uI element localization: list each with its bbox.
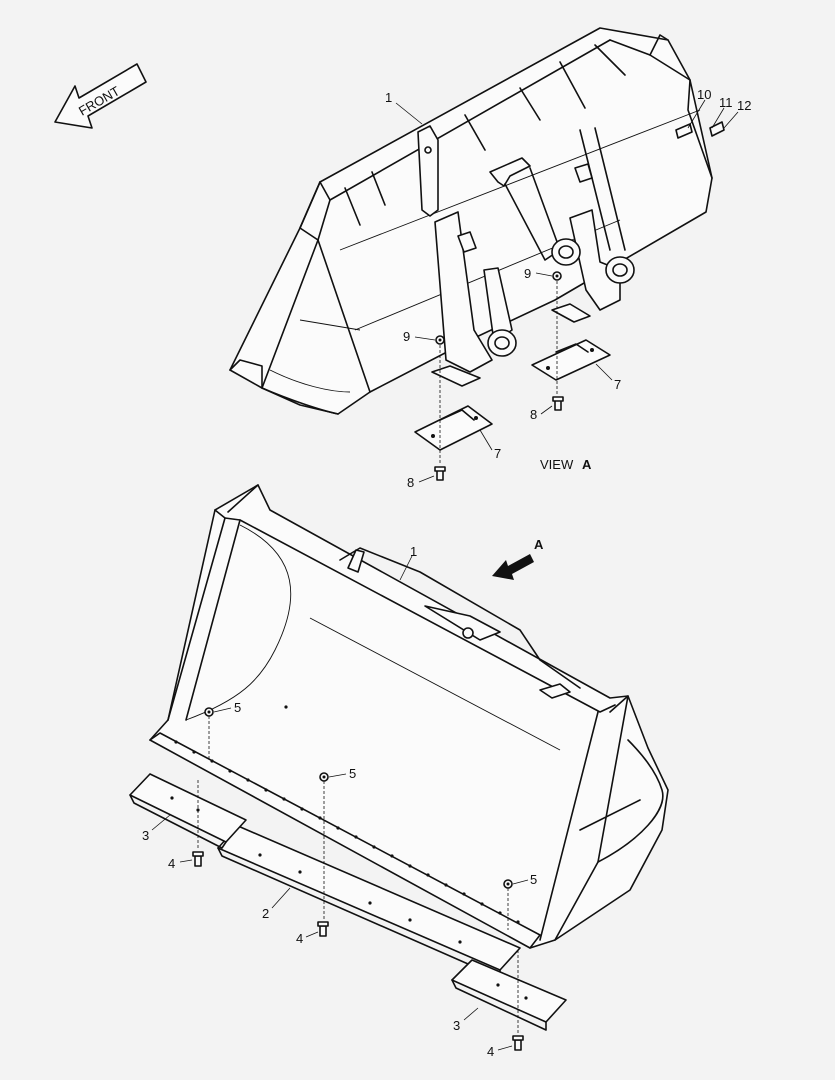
callout-3-left: 3 <box>142 828 149 843</box>
callout-9-left: 9 <box>403 329 410 344</box>
callout-2: 2 <box>262 906 269 921</box>
callout-11: 11 <box>719 95 733 110</box>
edge-holes <box>174 740 520 924</box>
nut-9-right <box>552 271 562 281</box>
callout-4-right: 4 <box>487 1044 494 1059</box>
nut-9-left <box>435 335 445 345</box>
bucket-rear-view <box>229 27 725 415</box>
callout-1-top: 1 <box>385 90 392 105</box>
bucket-front-view <box>149 484 669 949</box>
callout-8-left: 8 <box>407 475 414 490</box>
nut-5-mid <box>319 772 329 782</box>
bolt-8-right <box>552 396 564 411</box>
callout-5-mid: 5 <box>349 766 356 781</box>
callout-1-bottom: 1 <box>410 544 417 559</box>
bolt-4-left <box>192 851 204 867</box>
callout-5-right: 5 <box>530 872 537 887</box>
view-letter: A <box>582 457 592 472</box>
callout-9-right: 9 <box>524 266 531 281</box>
callout-4-left: 4 <box>168 856 175 871</box>
callout-3-right: 3 <box>453 1018 460 1033</box>
bolt-8-left <box>434 466 446 481</box>
end-bit-3-left <box>129 773 247 849</box>
front-arrow-icon <box>54 63 147 129</box>
callout-10: 10 <box>697 87 711 102</box>
callout-7-right: 7 <box>614 377 621 392</box>
bolt-4-right <box>512 1035 524 1051</box>
wear-pad-7-right <box>531 339 611 381</box>
callout-8-right: 8 <box>530 407 537 422</box>
callout-7-left: 7 <box>494 446 501 461</box>
arrow-letter: A <box>534 537 544 552</box>
bolt-4-mid <box>317 921 329 937</box>
view-a-arrow-icon <box>492 554 534 580</box>
callout-12: 12 <box>737 98 751 113</box>
nut-5-left <box>204 707 214 717</box>
callout-5-left: 5 <box>234 700 241 715</box>
nut-5-right <box>503 879 513 889</box>
end-bit-3-right <box>451 959 567 1031</box>
wear-pad-7-left <box>414 405 493 451</box>
callout-4-mid: 4 <box>296 931 303 946</box>
view-label: VIEW <box>540 457 574 472</box>
